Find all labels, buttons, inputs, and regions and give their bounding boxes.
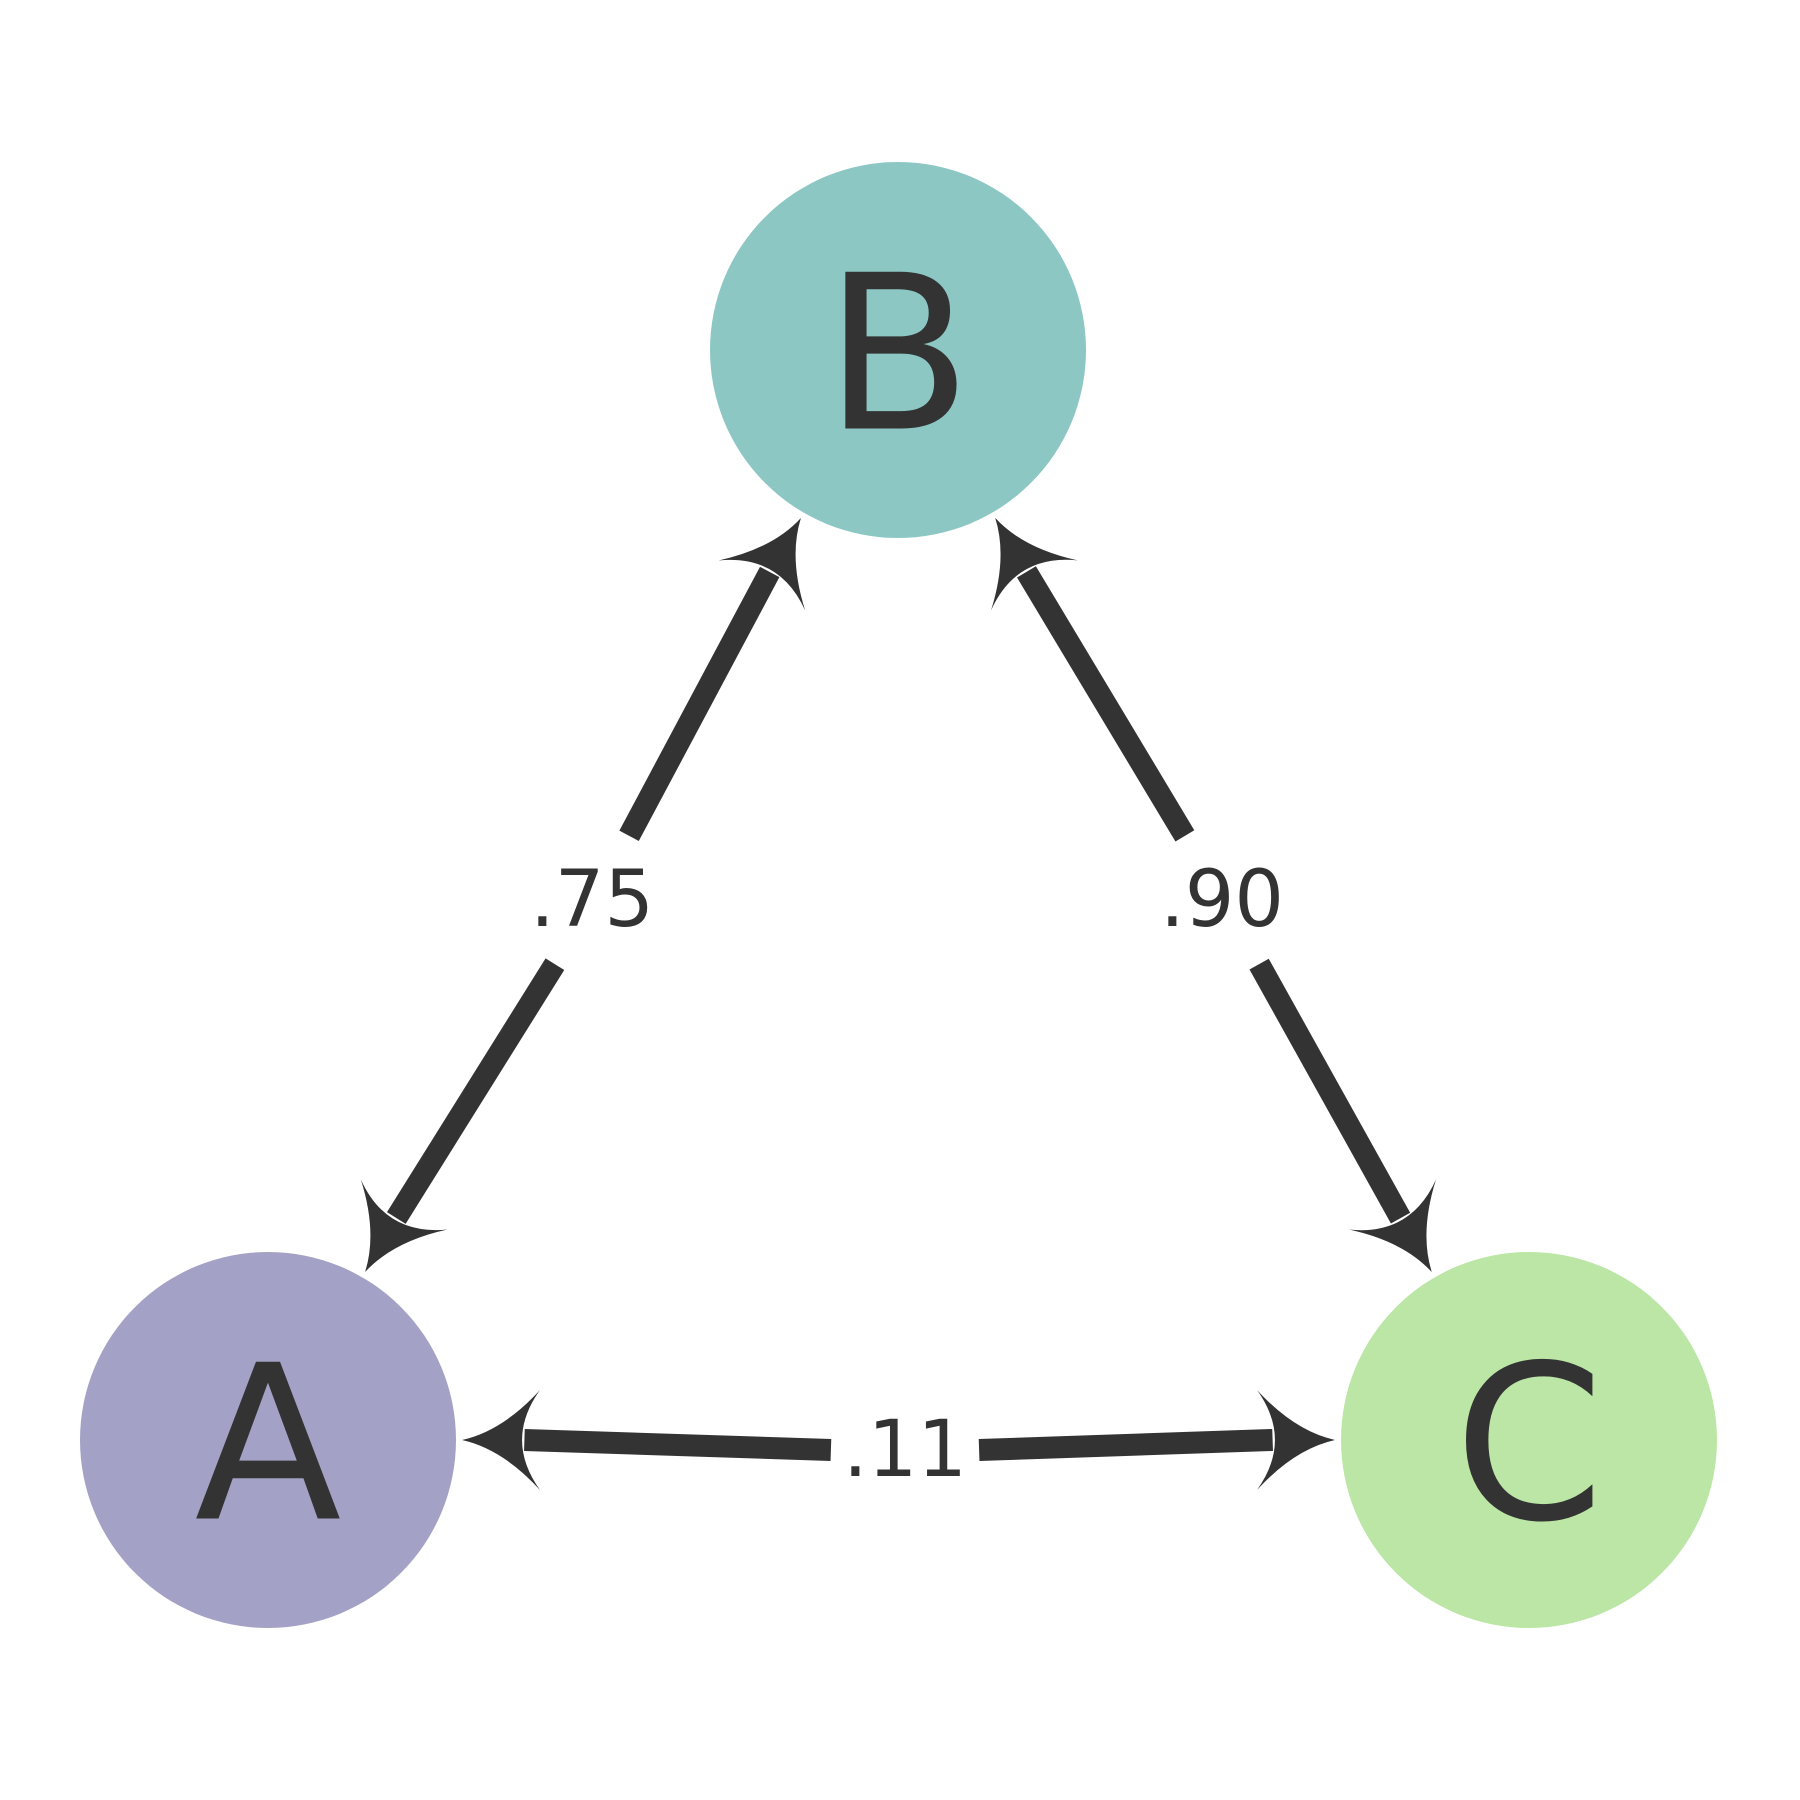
edge-a-c-segment-right [978, 1429, 1273, 1461]
node-a-circle[interactable] [80, 1252, 456, 1628]
edge-a-b-arrow-at-b [718, 517, 806, 611]
edge-b-c-arrow-at-c [1349, 1179, 1436, 1273]
node-a[interactable]: A [80, 1252, 456, 1628]
edge-label-a-b: .75 [530, 855, 654, 945]
edge-label-b-c: .90 [1160, 855, 1284, 945]
edge-a-b-arrow-at-a [360, 1179, 448, 1273]
edge-a-c-segment-left [524, 1429, 832, 1461]
edge-a-c-arrow-at-a [462, 1390, 540, 1490]
node-b-label: B [824, 229, 972, 480]
edge-a-b[interactable]: .75 [360, 517, 806, 1273]
edge-label-a-c: .11 [843, 1405, 967, 1495]
edge-a-b-segment-lower [386, 958, 565, 1224]
edge-b-c-segment-lower [1249, 958, 1411, 1224]
node-b-circle[interactable] [710, 162, 1086, 538]
edge-a-c-arrow-at-c [1257, 1390, 1335, 1490]
edges-layer: .75 .90 .11 [360, 517, 1436, 1495]
node-c-circle[interactable] [1341, 1252, 1717, 1628]
node-c-label: C [1454, 1319, 1604, 1570]
node-a-label: A [194, 1319, 341, 1570]
node-b[interactable]: B [710, 162, 1086, 538]
edge-a-b-segment-upper [619, 566, 780, 842]
edge-b-c-arrow-at-b [991, 517, 1078, 611]
edge-b-c[interactable]: .90 [991, 517, 1436, 1273]
nodes-layer: A B C [80, 162, 1717, 1628]
edge-a-c[interactable]: .11 [462, 1390, 1335, 1495]
edge-b-c-segment-upper [1017, 566, 1195, 842]
node-c[interactable]: C [1341, 1252, 1717, 1628]
